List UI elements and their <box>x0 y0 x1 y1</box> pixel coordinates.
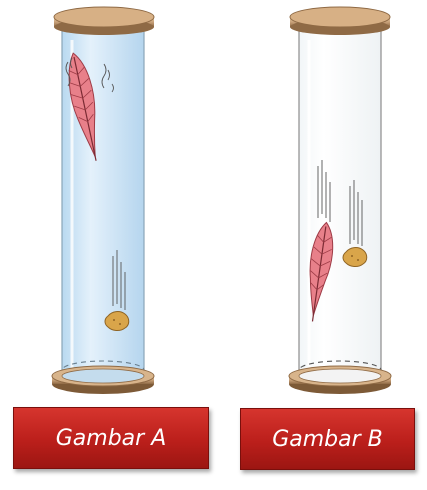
label-gambar-a-text: Gambar A <box>56 426 167 451</box>
tube-a-bottom-cap <box>52 366 154 394</box>
label-gambar-b-text: Gambar B <box>272 427 383 452</box>
tube-a-top-cap <box>54 7 154 35</box>
tube-b-bottom-cap <box>289 366 391 394</box>
label-gambar-a: Gambar A <box>13 407 209 469</box>
tube-b-glass <box>299 28 381 378</box>
tube-b-top-cap <box>290 7 390 35</box>
tube-a <box>52 7 154 394</box>
tube-b <box>289 7 391 394</box>
label-gambar-b: Gambar B <box>240 408 415 470</box>
